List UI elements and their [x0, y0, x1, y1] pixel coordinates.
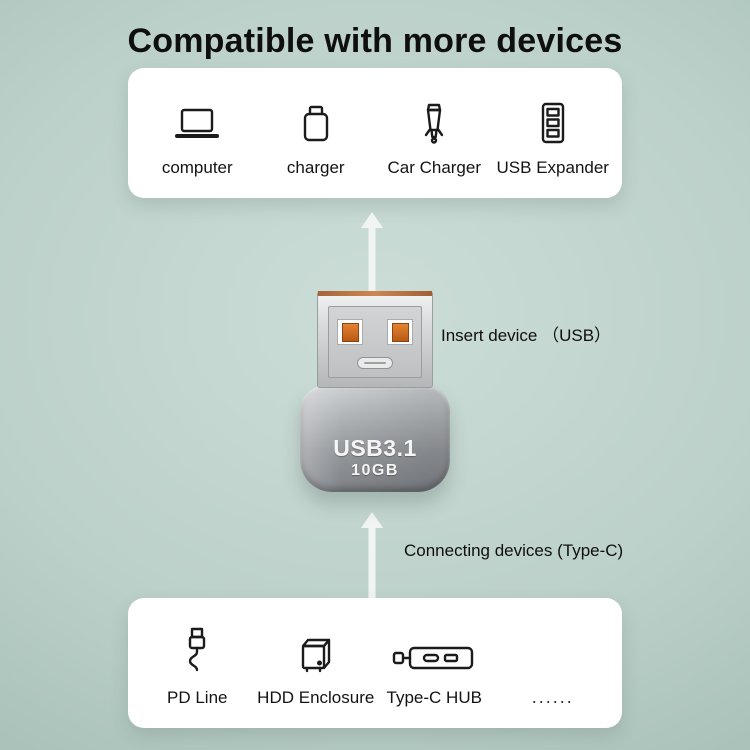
type-c-hub-icon: [388, 625, 480, 677]
device-label: computer: [161, 157, 233, 177]
hdd-enclosure-icon: [293, 625, 339, 677]
device-charger: charger: [257, 68, 376, 198]
more-devices-ellipsis: ......: [531, 687, 574, 707]
device-label: PD Line: [167, 687, 228, 707]
page-title: Compatible with more devices: [127, 22, 623, 60]
plug-pcb-edge: [318, 291, 432, 296]
device-label: Type-C HUB: [386, 687, 482, 707]
device-car-charger: Car Charger: [375, 68, 494, 198]
device-label: charger: [286, 157, 345, 177]
device-usb-expander: USB Expander: [494, 68, 613, 198]
product-speed-label: 10GB: [351, 462, 399, 479]
device-label: Car Charger: [387, 157, 482, 177]
plug-contact-left: [337, 319, 363, 345]
laptop-icon: [171, 95, 223, 147]
plug-shell-slot: [357, 357, 393, 369]
usb-expander-icon: [536, 95, 570, 147]
device-computer: computer: [138, 68, 257, 198]
arrow-up-to-devices-icon: [361, 212, 383, 300]
insert-device-note: Insert device （USB）: [441, 326, 612, 345]
adapter-body: USB3.1 10GB: [300, 385, 450, 492]
pd-cable-icon: [180, 625, 214, 677]
connecting-devices-note: Connecting devices (Type-C): [404, 541, 624, 560]
device-hdd-enclosure: HDD Enclosure: [257, 598, 376, 728]
arrow-up-to-adapter-icon: [361, 512, 383, 598]
top-devices-card: computer charger Car Charge: [128, 68, 622, 198]
device-pd-line: PD Line: [138, 598, 257, 728]
product-spec-label: USB3.1: [333, 435, 417, 461]
bottom-devices-card: PD Line HDD Enclosure: [128, 598, 622, 728]
device-label: HDD Enclosure: [257, 687, 375, 707]
plug-contact-right: [387, 319, 413, 345]
orange-pin: [341, 322, 359, 342]
usb-a-plug: [317, 291, 433, 388]
wall-charger-icon: [296, 95, 336, 147]
device-type-c-hub: Type-C HUB: [375, 598, 494, 728]
device-label: USB Expander: [496, 157, 609, 177]
car-charger-icon: [416, 95, 452, 147]
device-more: ......: [494, 598, 613, 728]
orange-pin: [391, 322, 409, 342]
